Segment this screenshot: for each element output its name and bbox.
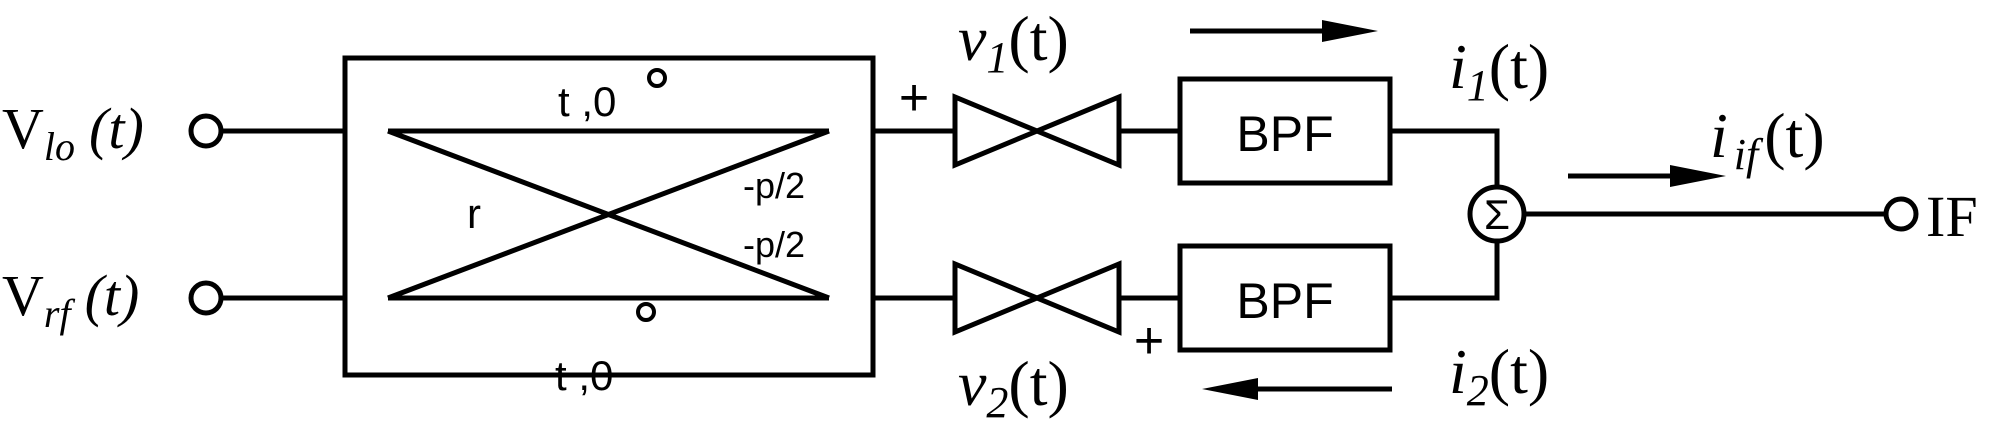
- v1-direction-arrow-icon: [1190, 20, 1378, 42]
- v2-signal-label: v2(t): [958, 348, 1069, 427]
- if-port-terminal[interactable]: [1883, 196, 1919, 232]
- bottom-branch-wire-c: [1390, 241, 1500, 301]
- v2-direction-arrow-icon: [1202, 378, 1392, 400]
- rf-port-label: Vrf(t): [2, 263, 139, 336]
- bottom-bpf-label: BPF: [1236, 273, 1333, 329]
- coupler-center-label: r: [467, 190, 481, 237]
- top-bpf-label: BPF: [1236, 106, 1333, 162]
- v1-signal-label: v1(t): [958, 3, 1069, 82]
- i2-signal-label: i2(t): [1449, 336, 1549, 415]
- hybrid-coupler: t ,0 t ,0 r -p/2 -p/2: [342, 55, 876, 399]
- top-branch-wire-c: [1390, 128, 1500, 187]
- coupler-cross-line-b: [387, 128, 830, 301]
- i1-signal-label: i1(t): [1449, 31, 1549, 110]
- bottom-polarity-plus: +: [1134, 312, 1164, 370]
- coupler-top-label: t ,0: [558, 78, 616, 125]
- sigma-icon: Σ: [1484, 191, 1510, 238]
- lo-port-terminal[interactable]: [188, 113, 224, 149]
- bottom-diode-icon: [952, 260, 1122, 336]
- if-direction-arrow-icon: [1568, 165, 1726, 187]
- phase-upper-label: -p/2: [743, 165, 805, 206]
- rf-port-terminal[interactable]: [188, 280, 224, 316]
- lo-port-label: Vlo(t): [2, 96, 144, 169]
- top-diode-icon: [952, 93, 1122, 169]
- degree-icon: [647, 68, 667, 88]
- coupler-bottom-label: t ,0: [555, 352, 613, 399]
- degree-icon: [636, 302, 656, 322]
- if-port-label: IF: [1926, 184, 1978, 249]
- top-bpf-box: [1177, 76, 1393, 186]
- phase-lower-label: -p/2: [743, 224, 805, 265]
- top-polarity-plus: +: [899, 69, 929, 127]
